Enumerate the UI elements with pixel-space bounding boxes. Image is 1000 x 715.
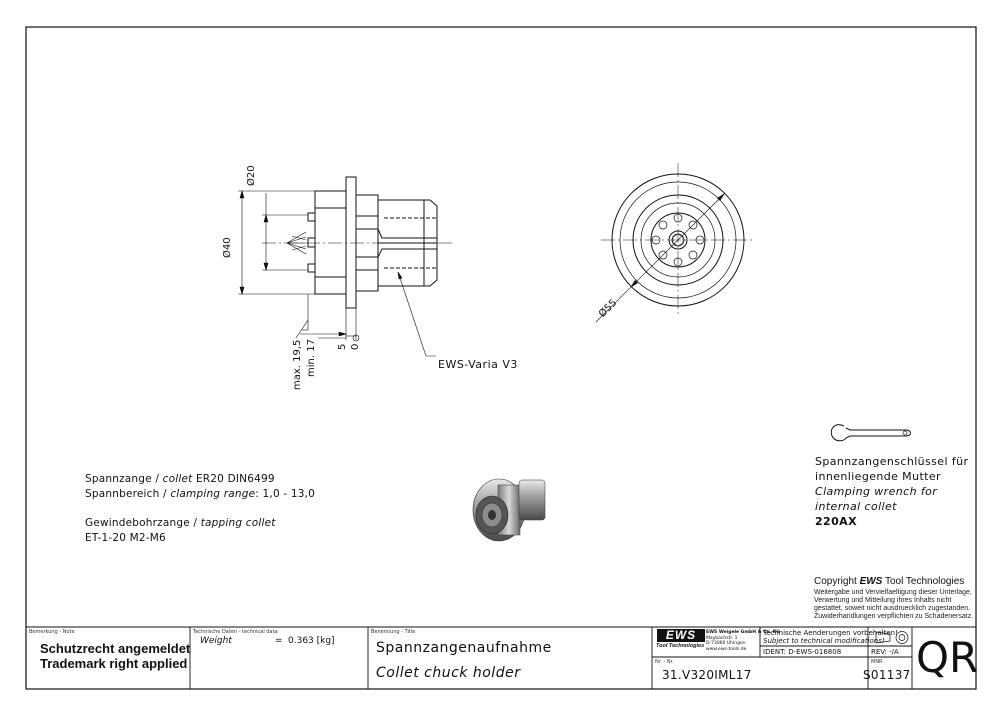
product-render bbox=[472, 478, 546, 542]
projection-symbol bbox=[875, 631, 909, 644]
note-collet: Spannzange / collet ER20 DIN6499 bbox=[85, 473, 275, 485]
dim-min: min. 17 bbox=[306, 339, 317, 377]
title-label: Benennung - Title bbox=[371, 629, 416, 635]
change-note-de: Technische Aenderungen vorbehalten! bbox=[763, 629, 898, 637]
side-view bbox=[262, 176, 452, 309]
copyright-line-1: Weitergabe und Vervielfaeltigung dieser … bbox=[814, 589, 972, 596]
copyright-line-4: Zuwiderhandlungen verpflichten zu Schade… bbox=[814, 613, 974, 620]
copyright-line-2: Verwertung und Mitteilung ihres Inhalts … bbox=[814, 597, 952, 604]
note-tapping: Gewindebohrzange / tapping collet bbox=[85, 517, 276, 529]
part-number: 31.V320IML17 bbox=[662, 668, 752, 682]
wrench-en-1: Clamping wrench for bbox=[815, 485, 938, 498]
note-tapping-range: ET-1-20 M2-M6 bbox=[85, 532, 166, 544]
dim-0: 0 bbox=[350, 343, 361, 350]
revision: REV: -/A bbox=[871, 648, 899, 656]
remark-label: Bemerkung - Note bbox=[29, 629, 75, 635]
title-block-lines bbox=[26, 626, 976, 689]
ews-logo-sub: Tool Technologies bbox=[656, 643, 705, 649]
remark-line-1: Schutzrecht angemeldet bbox=[40, 641, 191, 656]
tech-data-label: Technische Daten - technical data bbox=[193, 629, 278, 635]
wrench-en-2: internal collet bbox=[815, 500, 897, 513]
wrench-code: 220AX bbox=[815, 515, 857, 528]
callout-label: EWS-Varia V3 bbox=[438, 358, 518, 371]
mnr-label: MNR bbox=[871, 659, 883, 665]
dim-max: max. 19,5 bbox=[292, 339, 303, 390]
wrench-de-2: innenliegende Mutter bbox=[815, 470, 941, 483]
frame-border bbox=[25, 26, 977, 690]
remark-line-2: Trademark right applied bbox=[40, 656, 188, 671]
sheet-number: S01137 bbox=[863, 668, 911, 682]
nr-label: Nr. - Nr. bbox=[655, 659, 674, 665]
side-view-dimensions bbox=[238, 189, 436, 357]
weight-value: 0.363 [kg] bbox=[288, 636, 335, 646]
dim-d40: Ø40 bbox=[222, 237, 233, 258]
copyright-heading: Copyright EWS Tool Technologies bbox=[814, 576, 965, 587]
dim-5: 5 bbox=[337, 343, 348, 350]
front-view bbox=[595, 163, 755, 323]
company-address: EWS Weigele GmbH & Co. KG Maybachstr. 1 … bbox=[706, 630, 780, 652]
ident-number: IDENT: D-EWS-016808 bbox=[763, 648, 842, 656]
copyright-line-3: gestattet, soweit nicht ausdruecklich zu… bbox=[814, 605, 971, 612]
wrench-drawing bbox=[830, 424, 911, 442]
ews-logo: EWS bbox=[657, 629, 705, 642]
dim-d20: Ø20 bbox=[246, 165, 257, 186]
wrench-de-1: Spannzangenschlüssel für bbox=[815, 455, 969, 468]
title-english: Collet chuck holder bbox=[376, 665, 521, 681]
qr-mark: QR bbox=[916, 633, 979, 682]
weight-eq: = bbox=[275, 636, 283, 646]
note-range: Spannbereich / clamping range: 1,0 - 13,… bbox=[85, 488, 316, 500]
weight-label: Weight bbox=[200, 636, 232, 646]
title-german: Spannzangenaufnahme bbox=[376, 640, 552, 656]
change-note-en: Subject to technical modifications! bbox=[763, 637, 885, 645]
